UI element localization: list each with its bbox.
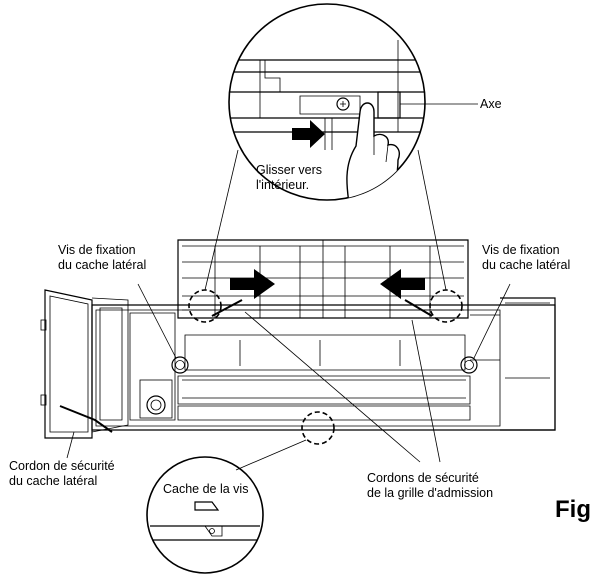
svg-text:Cordon de sécurité: Cordon de sécurité <box>9 459 115 473</box>
svg-text:Axe: Axe <box>480 97 502 111</box>
screw-cap-callout <box>301 411 335 445</box>
svg-text:Fig: Fig <box>555 496 591 523</box>
svg-text:Cordons de sécurité: Cordons de sécurité <box>367 471 479 485</box>
label-glisser: Glisser vers l'intérieur. <box>256 163 322 192</box>
svg-text:l'intérieur.: l'intérieur. <box>256 178 309 192</box>
pivot-callout-left <box>188 289 222 323</box>
svg-text:Vis de fixation: Vis de fixation <box>482 243 560 257</box>
slide-arrow-left <box>230 269 275 299</box>
svg-text:Vis de fixation: Vis de fixation <box>58 243 136 257</box>
label-cache-vis: Cache de la vis <box>163 482 248 496</box>
label-cordon-left: Cordon de sécurité du cache latéral <box>9 459 115 488</box>
side-cover-screw-left <box>171 356 189 374</box>
side-cover-open <box>40 289 129 439</box>
svg-text:du cache latéral: du cache latéral <box>482 258 570 272</box>
label-cordons: Cordons de sécurité de la grille d'admis… <box>367 471 493 500</box>
pivot-callout-right <box>429 289 463 323</box>
side-cover-screw-right <box>460 356 478 374</box>
detail-circle-top <box>228 3 426 201</box>
svg-text:du cache latéral: du cache latéral <box>58 258 146 272</box>
label-axe: Axe <box>480 97 502 111</box>
svg-text:Glisser vers: Glisser vers <box>256 163 322 177</box>
slide-arrow-right <box>380 269 425 299</box>
svg-text:du cache latéral: du cache latéral <box>9 474 97 488</box>
svg-text:Cache de la vis: Cache de la vis <box>163 482 248 496</box>
figure-label: Fig <box>555 496 591 523</box>
detail-circle-bottom <box>146 456 264 574</box>
label-vis-left: Vis de fixation du cache latéral <box>58 243 146 272</box>
leader-lines <box>66 103 511 471</box>
label-vis-right: Vis de fixation du cache latéral <box>482 243 570 272</box>
svg-text:de la grille d'admission: de la grille d'admission <box>367 486 493 500</box>
